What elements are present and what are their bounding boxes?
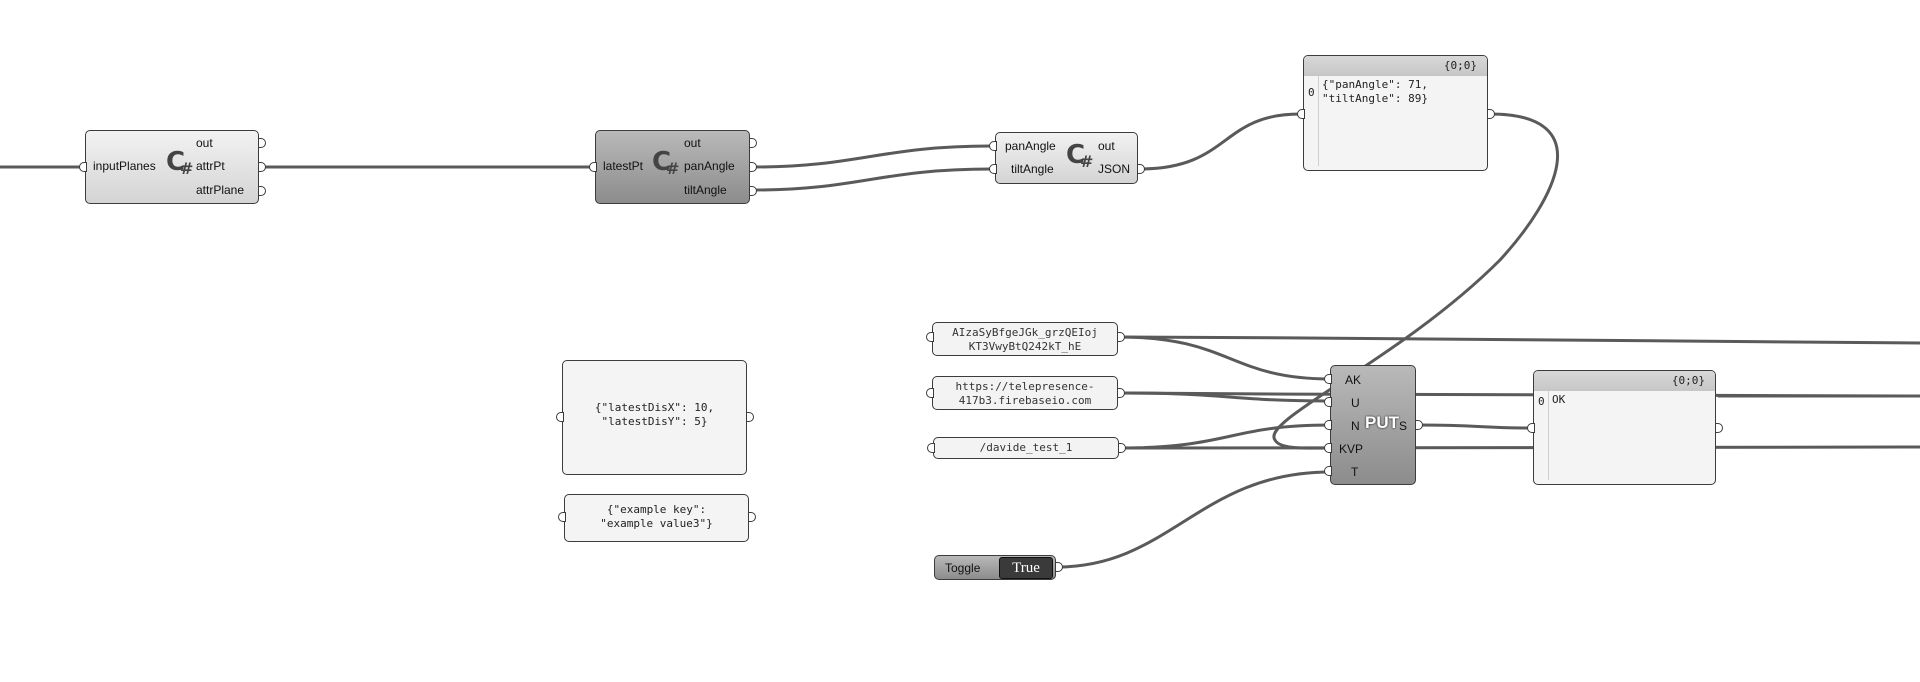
text-param-url[interactable]: https://telepresence- 417b3.firebaseio.c…: [932, 376, 1118, 410]
panel-index: 0: [1538, 395, 1545, 408]
panel-path: {0;0}: [1671, 374, 1705, 387]
param-tilt-angle[interactable]: tiltAngle: [684, 183, 727, 197]
param-n[interactable]: N: [1351, 419, 1360, 433]
wire-ak: [1119, 335, 1331, 381]
input-grip[interactable]: [1324, 374, 1332, 384]
wire-ak-out: [1119, 335, 1920, 345]
csharp-icon: C#: [1066, 140, 1094, 171]
csharp-icon: C#: [166, 147, 194, 178]
wire-tiltangle: [752, 167, 992, 192]
input-grip[interactable]: [1297, 109, 1305, 119]
text-param-value: https://telepresence- 417b3.firebaseio.c…: [955, 380, 1095, 407]
put-component[interactable]: AK U N KVP T PUT S: [1330, 365, 1416, 485]
param-json[interactable]: JSON: [1098, 162, 1131, 176]
toggle-label: Toggle: [945, 561, 981, 575]
input-grip[interactable]: [1324, 397, 1332, 407]
param-pan-angle[interactable]: panAngle: [1005, 139, 1056, 153]
input-grip[interactable]: [989, 141, 997, 151]
output-grip[interactable]: [749, 162, 757, 172]
output-grip[interactable]: [1487, 109, 1495, 119]
panel-index: 0: [1308, 86, 1315, 99]
output-grip[interactable]: [749, 138, 757, 148]
panel-text: {"example key": "example value3"}: [600, 503, 713, 530]
param-ak[interactable]: AK: [1345, 373, 1362, 387]
wire-toggle: [1056, 470, 1331, 569]
panel-header: {0;0}: [1534, 371, 1715, 391]
output-grip[interactable]: [258, 186, 266, 196]
panel-example[interactable]: {"example key": "example value3"}: [564, 494, 749, 542]
text-param-value: AIzaSyBfgeJGk_grzQEIoj KT3VwyBtQ242kT_hE: [952, 326, 1098, 353]
param-out[interactable]: out: [684, 136, 701, 150]
panel-index-divider: [1318, 76, 1319, 166]
param-attr-plane[interactable]: attrPlane: [196, 183, 245, 197]
panel-index-divider: [1548, 391, 1549, 480]
panel-path: {0;0}: [1443, 59, 1477, 72]
boolean-toggle[interactable]: Toggle True: [934, 555, 1056, 580]
wire-panel-kvp: [1272, 112, 1559, 450]
input-grip[interactable]: [926, 332, 934, 342]
param-t[interactable]: T: [1351, 465, 1359, 479]
param-out[interactable]: out: [1098, 139, 1115, 153]
output-grip[interactable]: [749, 186, 757, 196]
param-latest-pt[interactable]: latestPt: [603, 159, 644, 173]
param-kvp[interactable]: KVP: [1339, 442, 1364, 456]
text-param-value: /davide_test_1: [979, 441, 1073, 454]
panel-text: {"latestDisX": 10, "latestDisY": 5}: [594, 401, 715, 428]
wire-json-panel: [1139, 112, 1301, 171]
param-pan-angle[interactable]: panAngle: [684, 159, 735, 173]
input-grip[interactable]: [556, 412, 564, 422]
input-grip[interactable]: [927, 443, 935, 453]
input-grip[interactable]: [1324, 466, 1332, 476]
output-grip[interactable]: [258, 162, 266, 172]
input-grip[interactable]: [558, 512, 566, 522]
output-grip[interactable]: [1117, 388, 1125, 398]
output-grip[interactable]: [258, 138, 266, 148]
output-grip[interactable]: [748, 512, 756, 522]
panel-text: OK: [1552, 393, 1566, 406]
input-grip[interactable]: [926, 388, 934, 398]
output-grip[interactable]: [1118, 443, 1126, 453]
output-grip[interactable]: [1137, 164, 1145, 174]
param-u[interactable]: U: [1351, 396, 1360, 410]
panel-text: {"panAngle": 71, "tiltAngle": 89}: [1322, 78, 1428, 105]
wire-put-result: [1416, 423, 1531, 430]
text-param-api-key[interactable]: AIzaSyBfgeJGk_grzQEIoj KT3VwyBtQ242kT_hE: [932, 322, 1118, 356]
input-grip[interactable]: [989, 164, 997, 174]
panel-header: {0;0}: [1304, 56, 1487, 76]
toggle-value[interactable]: True: [999, 557, 1053, 579]
wire-path-out: [1120, 445, 1920, 450]
param-attr-pt[interactable]: attrPt: [196, 159, 225, 173]
csharp-component-input-planes[interactable]: inputPlanes C# out attrPt attrPlane: [85, 130, 259, 204]
input-grip[interactable]: [79, 162, 87, 172]
input-grip[interactable]: [1324, 443, 1332, 453]
param-out[interactable]: out: [196, 136, 213, 150]
output-grip[interactable]: [1715, 423, 1723, 433]
csharp-component-json[interactable]: panAngle tiltAngle C# out JSON: [995, 132, 1138, 184]
panel-latest-dis[interactable]: {"latestDisX": 10, "latestDisY": 5}: [562, 360, 747, 475]
input-grip[interactable]: [1324, 420, 1332, 430]
output-grip[interactable]: [1415, 420, 1423, 430]
output-grip[interactable]: [746, 412, 754, 422]
input-grip[interactable]: [1527, 423, 1535, 433]
param-tilt-angle[interactable]: tiltAngle: [1011, 162, 1054, 176]
csharp-component-latest-pt[interactable]: latestPt C# out panAngle tiltAngle: [595, 130, 750, 204]
input-grip[interactable]: [589, 162, 597, 172]
wire-panangle: [752, 144, 992, 169]
param-input-planes[interactable]: inputPlanes: [93, 159, 156, 173]
wire-path: [1120, 423, 1331, 450]
text-param-path[interactable]: /davide_test_1: [933, 437, 1119, 459]
csharp-icon: C#: [652, 147, 680, 178]
panel-result[interactable]: {0;0} 0 OK: [1533, 370, 1716, 485]
put-title: PUT: [1365, 413, 1399, 432]
panel-json-output[interactable]: {0;0} 0 {"panAngle": 71, "tiltAngle": 89…: [1303, 55, 1488, 171]
output-grip[interactable]: [1117, 332, 1125, 342]
param-s[interactable]: S: [1399, 419, 1408, 433]
output-grip[interactable]: [1055, 562, 1063, 572]
